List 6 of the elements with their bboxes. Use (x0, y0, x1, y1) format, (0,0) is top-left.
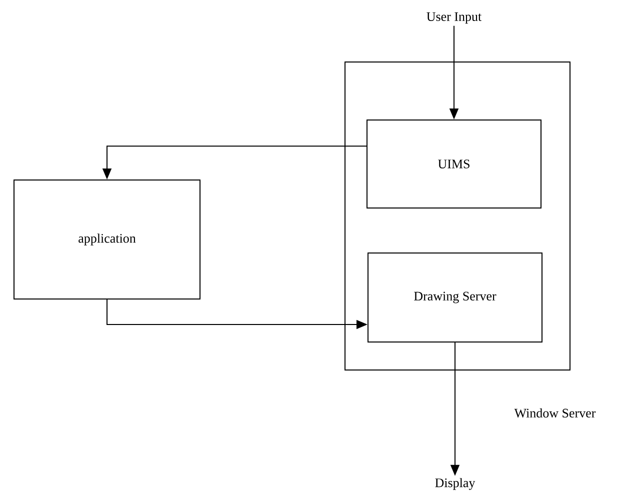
text-label: User Input (426, 12, 482, 24)
process-box: application (14, 180, 200, 300)
process-box: UIMS (366, 120, 542, 208)
process-box: Drawing Server (368, 252, 542, 342)
text-label: Display (435, 478, 476, 490)
node-label: Window Server (514, 408, 596, 418)
